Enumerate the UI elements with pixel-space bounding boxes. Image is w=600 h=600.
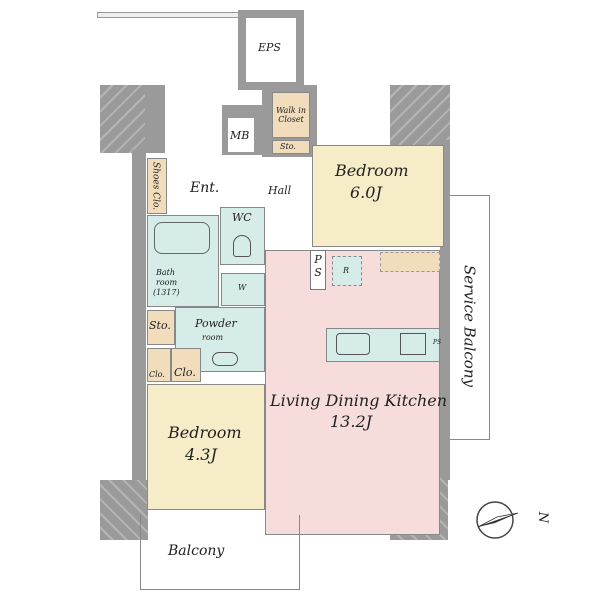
bath-label-1: Bath xyxy=(156,268,176,277)
compass-north-label: N xyxy=(535,511,551,524)
closet xyxy=(171,348,201,382)
eps-room xyxy=(246,18,296,82)
toilet-icon xyxy=(233,235,251,257)
bedroom-2-name: Bedroom xyxy=(168,423,242,442)
bedroom-1 xyxy=(312,145,444,247)
wall-top-left-block xyxy=(100,85,148,153)
balcony xyxy=(140,515,300,590)
ps-shaft xyxy=(310,250,326,290)
shoes-closet xyxy=(147,158,167,214)
bedroom-1-name: Bedroom xyxy=(335,161,409,180)
bath-label-2: room xyxy=(156,278,178,287)
wall-top xyxy=(145,85,165,153)
closet-small xyxy=(147,348,171,382)
ps-label: P S xyxy=(314,253,322,279)
closet-small-label: Clo. xyxy=(149,370,165,379)
compass-icon xyxy=(476,501,519,539)
sto-top-label: Sto. xyxy=(280,142,296,151)
wall-top-right-block xyxy=(390,85,450,145)
washer-space xyxy=(221,273,265,306)
shoes-closet-label: Shoes Clo. xyxy=(150,162,161,211)
counter-shelf xyxy=(380,252,440,272)
wall-left xyxy=(132,150,146,490)
walk-in-closet xyxy=(272,92,310,138)
bathtub xyxy=(154,222,210,254)
stove-icon xyxy=(400,333,426,355)
refrigerator-label: R xyxy=(343,266,350,275)
mb-room xyxy=(228,118,254,152)
mb-label: MB xyxy=(230,129,250,142)
living-dining-kitchen xyxy=(265,250,440,535)
wc-label: WC xyxy=(232,211,252,224)
bath-label-3: (1317) xyxy=(153,288,180,297)
ent-label: Ent. xyxy=(190,180,220,196)
sto-mid-label: Sto. xyxy=(149,319,171,332)
refrigerator-space xyxy=(332,256,362,286)
hall-label: Hall xyxy=(268,184,292,197)
bathroom xyxy=(147,215,219,307)
wall-right xyxy=(440,140,450,480)
service-balcony xyxy=(450,195,490,440)
top-rail xyxy=(97,12,243,18)
service-balcony-label: Service Balcony xyxy=(460,265,479,387)
sink-icon xyxy=(212,352,238,366)
kitchen-sink-icon xyxy=(336,333,370,355)
kitchen-ps-label: PS xyxy=(433,339,442,346)
bedroom-1-size: 6.0J xyxy=(350,183,382,202)
ldk-size: 13.2J xyxy=(330,412,373,431)
powder-label-1: Powder xyxy=(195,317,237,330)
eps-label: EPS xyxy=(258,41,281,54)
washer-label: W xyxy=(238,283,247,292)
walk-in-closet-label: Walk in Closet xyxy=(276,106,306,125)
powder-label-2: room xyxy=(202,333,224,342)
sto-mid xyxy=(147,310,175,345)
sto-top xyxy=(272,140,310,154)
closet-label: Clo. xyxy=(174,366,196,379)
ldk-name: Living Dining Kitchen xyxy=(270,391,448,410)
bedroom-2-size: 4.3J xyxy=(185,445,217,464)
balcony-label: Balcony xyxy=(168,543,225,559)
bedroom-2 xyxy=(147,384,265,510)
